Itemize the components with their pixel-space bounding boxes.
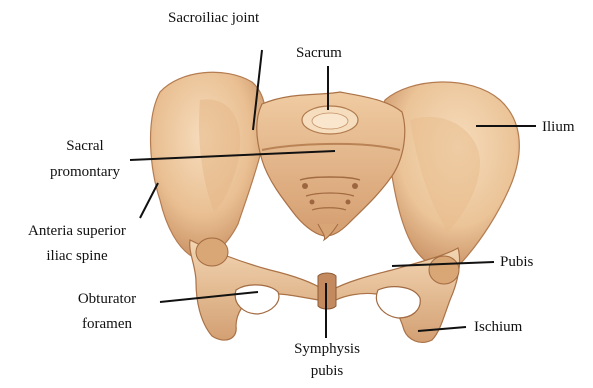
label-sacral-promontary-line1: Sacral <box>30 137 140 155</box>
label-sacroiliac-joint: Sacroiliac joint <box>168 9 259 27</box>
left-acetabulum <box>196 238 228 266</box>
label-obturator-line1: Obturator <box>52 290 162 308</box>
label-anteria-superior-line1: Anteria superior <box>2 222 152 240</box>
label-ischium: Ischium <box>474 318 522 336</box>
left-obturator-foramen <box>235 285 279 314</box>
label-pubis: Pubis <box>500 253 533 271</box>
right-acetabulum <box>429 256 459 284</box>
label-symphysis-line1: Symphysis <box>262 340 392 358</box>
label-anteria-superior-line2: iliac spine <box>2 247 152 265</box>
label-ilium: Ilium <box>542 118 575 136</box>
label-sacrum: Sacrum <box>296 44 342 62</box>
label-sacral-promontary-line2: promontary <box>30 163 140 181</box>
label-symphysis-line2: pubis <box>262 362 392 380</box>
right-obturator-foramen <box>376 287 420 318</box>
leader-anteria-superior <box>140 183 158 218</box>
label-obturator-line2: foramen <box>52 315 162 333</box>
